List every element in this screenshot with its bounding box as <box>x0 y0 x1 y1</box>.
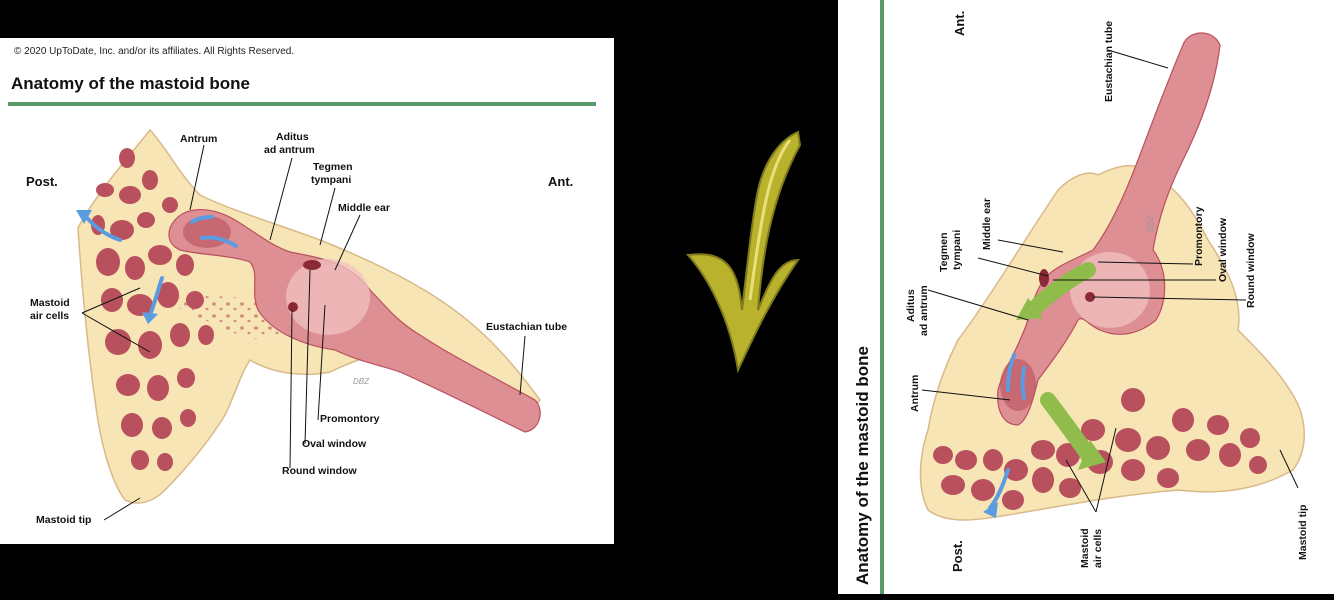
right-label-mastoid-air-1: Mastoid <box>1079 528 1091 568</box>
left-label-ant: Ant. <box>548 174 573 189</box>
right-label-ant: Ant. <box>952 11 967 36</box>
left-label-round-window: Round window <box>282 465 357 477</box>
left-label-tegmen-2: tympani <box>311 174 351 186</box>
left-label-oval-window: Oval window <box>302 438 367 450</box>
right-title-rule <box>880 0 884 594</box>
right-label-tegmen-1: Tegmen <box>938 233 950 272</box>
left-label-antrum: Antrum <box>180 133 217 145</box>
right-label-eustachian: Eustachian tube <box>1103 21 1115 102</box>
right-artist-signature: DBZ <box>1146 215 1155 232</box>
right-label-mastoid-tip: Mastoid tip <box>1297 505 1309 560</box>
left-label-post: Post. <box>26 174 58 189</box>
right-diagram-panel: Anatomy of the mastoid bone <box>838 0 1334 594</box>
left-label-mastoid-tip: Mastoid tip <box>36 514 91 526</box>
left-label-eustachian: Eustachian tube <box>486 321 567 333</box>
right-label-post: Post. <box>950 540 965 572</box>
right-label-aditus-2: ad antrum <box>918 285 930 336</box>
right-label-promontory: Promontory <box>1193 206 1205 266</box>
left-label-mastoid-air-2: air cells <box>30 310 69 322</box>
left-label-mastoid-air-1: Mastoid <box>30 297 70 309</box>
right-label-oval-window: Oval window <box>1217 217 1229 282</box>
left-label-promontory: Promontory <box>320 413 380 425</box>
left-label-aditus-1: Aditus <box>276 131 309 143</box>
right-title: Anatomy of the mastoid bone <box>853 346 872 585</box>
left-label-aditus-2: ad antrum <box>264 144 315 156</box>
right-label-mastoid-air-2: air cells <box>1092 529 1104 568</box>
right-mastoid-illustration: Anatomy of the mastoid bone <box>838 0 1334 594</box>
left-diagram-panel: © 2020 UpToDate, Inc. and/or its affilia… <box>0 38 614 544</box>
left-label-tegmen-1: Tegmen <box>313 161 352 173</box>
right-label-aditus-1: Aditus <box>905 289 917 322</box>
rotate-arrow-icon <box>670 120 810 380</box>
left-label-middle-ear: Middle ear <box>338 202 390 214</box>
right-label-antrum: Antrum <box>909 375 921 412</box>
left-mastoid-illustration: Post. Ant. Antrum Aditus ad antrum Tegme… <box>0 38 614 544</box>
right-label-tegmen-2: tympani <box>951 230 963 270</box>
left-artist-signature: DBZ <box>353 377 370 386</box>
right-label-round-window: Round window <box>1245 233 1257 308</box>
right-label-middle-ear: Middle ear <box>981 198 993 250</box>
